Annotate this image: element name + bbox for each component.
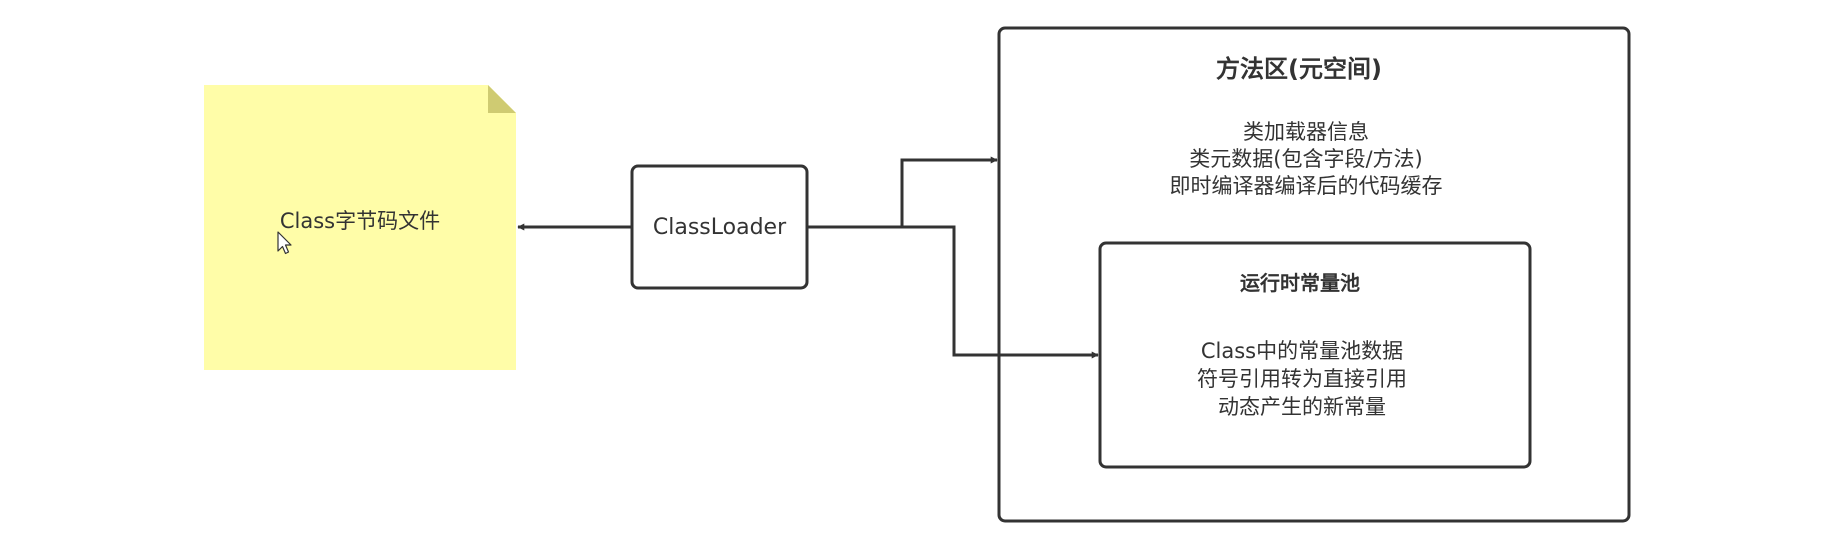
constant-pool-title: 运行时常量池 [1240, 271, 1360, 295]
mouse-pointer-icon [277, 231, 292, 255]
method-area-title: 方法区(元空间) [1216, 55, 1382, 83]
constant-pool-node[interactable]: 运行时常量池 Class中的常量池数据 符号引用转为直接引用 动态产生的新常量 [1098, 241, 1532, 469]
constant-pool-line: Class中的常量池数据 [1201, 339, 1403, 363]
method-area-line: 类加载器信息 [1243, 120, 1369, 144]
classloader-label: ClassLoader [653, 215, 787, 240]
constant-pool-box [1098, 241, 1532, 469]
class-file-note-body [204, 85, 516, 370]
constant-pool-line: 符号引用转为直接引用 [1197, 367, 1407, 391]
arrow-classloader-to-constant-pool [807, 225, 1099, 359]
class-file-note-fold [488, 85, 516, 113]
class-file-note[interactable]: Class字节码文件 [204, 85, 516, 370]
method-area-line: 即时编译器编译后的代码缓存 [1170, 174, 1443, 198]
constant-pool-line: 动态产生的新常量 [1218, 395, 1386, 419]
classloader-node[interactable]: ClassLoader [630, 164, 809, 290]
arrow-classloader-to-method-area [807, 156, 998, 229]
class-file-label: Class字节码文件 [280, 209, 440, 233]
method-area-line: 类元数据(包含字段/方法) [1189, 147, 1422, 171]
